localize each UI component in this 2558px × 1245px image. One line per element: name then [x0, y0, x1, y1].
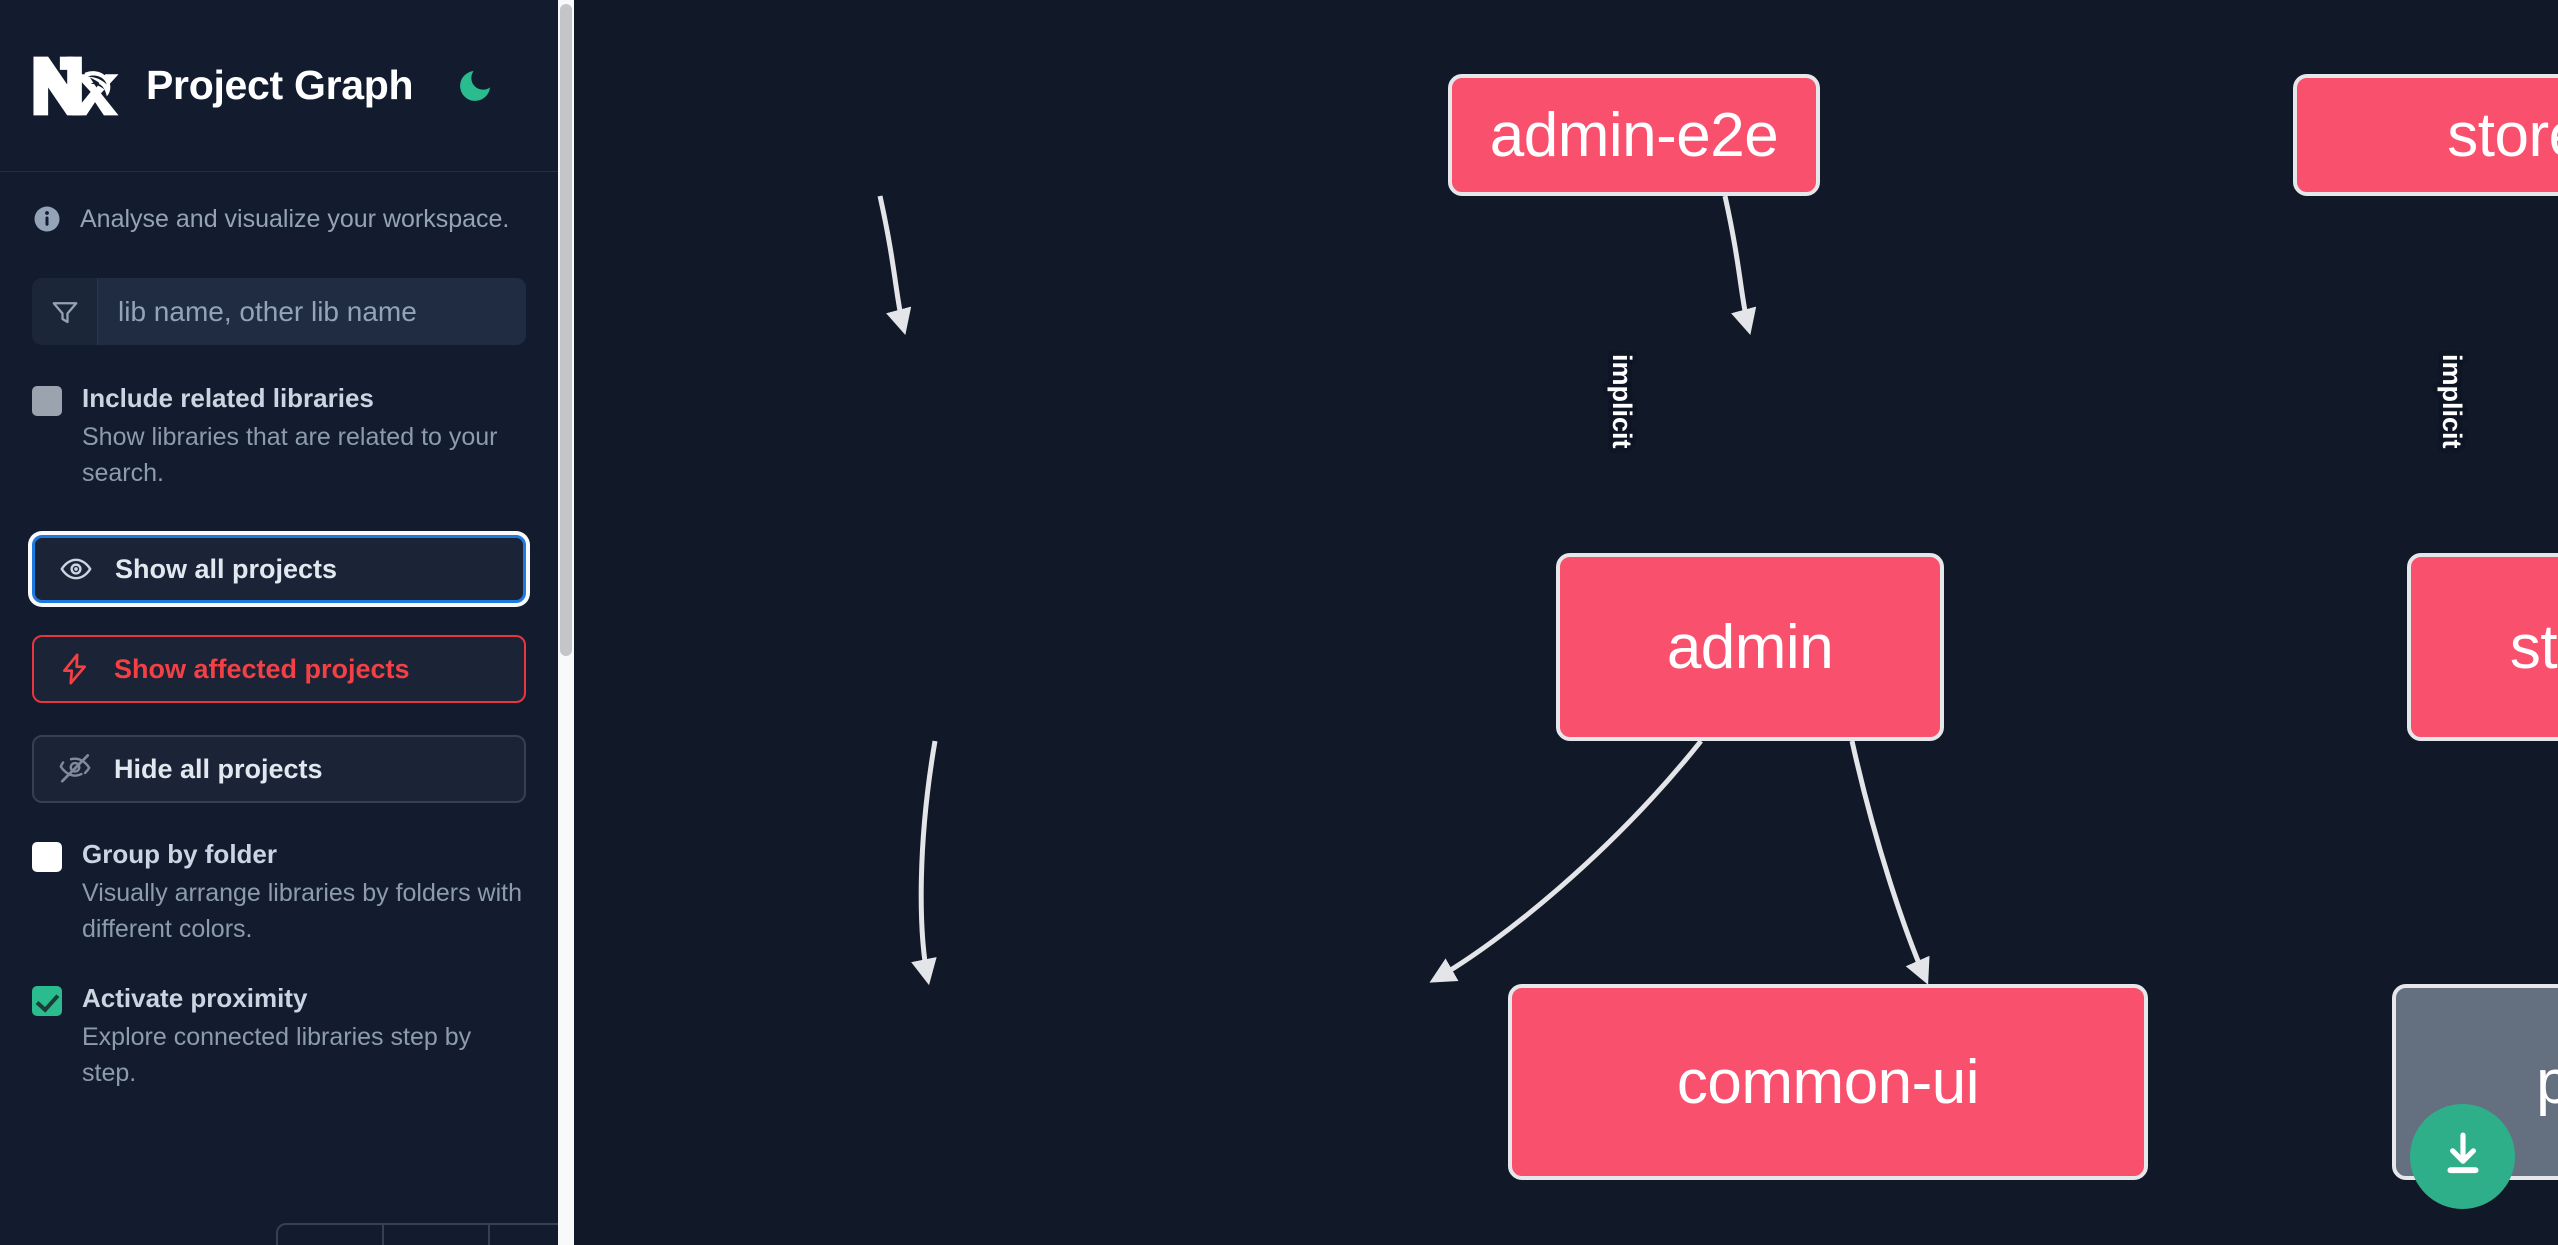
workspace-info: Analyse and visualize your workspace. [0, 172, 558, 234]
hide-all-projects-button[interactable]: Hide all projects [32, 735, 526, 804]
proximity-segmented-control[interactable] [276, 1223, 574, 1245]
edge-store-to-common-ui [1429, 739, 1703, 983]
activate-proximity-description: Explore connected libraries step by step… [82, 1023, 472, 1087]
download-button[interactable] [2410, 1104, 2515, 1209]
graph-edges [877, 195, 1930, 986]
graph-node-admin-e2e[interactable]: admin-e2e [1448, 74, 1820, 196]
eye-icon [59, 552, 93, 586]
segment-option-2[interactable] [384, 1225, 490, 1245]
checkbox-row-include-related-libraries[interactable]: Include related libraries Show libraries… [0, 381, 558, 491]
include-related-libraries-description: Show libraries that are related to your … [82, 423, 498, 487]
sidebar-scrollbar-thumb[interactable] [560, 4, 572, 656]
nx-logo-icon [32, 55, 120, 117]
graph-node-store[interactable]: store [2407, 553, 2558, 741]
activate-proximity-texts: Activate proximity Explore connected lib… [82, 981, 526, 1091]
moon-icon[interactable] [453, 64, 497, 108]
show-all-projects-label: Show all projects [115, 553, 338, 584]
include-related-libraries-checkbox[interactable] [32, 386, 62, 416]
include-related-libraries-texts: Include related libraries Show libraries… [82, 381, 526, 491]
edge-store-to-products [1849, 740, 1930, 985]
lightning-bolt-icon [58, 652, 92, 686]
graph-node-store-e2e[interactable]: store-e2e [2293, 74, 2558, 196]
show-all-projects-button[interactable]: Show all projects [32, 535, 526, 604]
edge-label-implicit-store: implicit [2437, 354, 2467, 449]
info-circle-icon [32, 204, 62, 234]
show-affected-projects-button[interactable]: Show affected projects [32, 635, 526, 704]
eye-off-icon [58, 752, 92, 786]
search-input[interactable] [98, 278, 526, 345]
checkbox-row-activate-proximity[interactable]: Activate proximity Explore connected lib… [0, 981, 558, 1091]
filter-bar [32, 278, 526, 345]
group-by-folder-checkbox[interactable] [32, 842, 62, 873]
sidebar-header: Project Graph [0, 0, 558, 172]
project-action-buttons: Show all projects Show affected projects [0, 535, 558, 804]
checkbox-row-group-by-folder[interactable]: Group by folder Visually arrange librari… [0, 837, 558, 947]
workspace-info-text: Analyse and visualize your workspace. [80, 204, 510, 233]
group-by-folder-description: Visually arrange libraries by folders wi… [82, 879, 523, 943]
group-by-folder-texts: Group by folder Visually arrange librari… [82, 837, 526, 947]
graph-canvas[interactable]: implicit implicit admin-e2e store-e2e ad… [574, 0, 2558, 1245]
edge-store-e2e-to-store [1722, 195, 1757, 336]
funnel-icon [32, 278, 98, 345]
segment-option-1[interactable] [278, 1225, 384, 1245]
activate-proximity-label: Activate proximity [82, 983, 308, 1014]
download-icon [2436, 1127, 2490, 1186]
page-title: Project Graph [146, 62, 414, 108]
graph-node-admin[interactable]: admin [1556, 553, 1944, 741]
include-related-libraries-label: Include related libraries [82, 383, 374, 413]
edge-admin-to-common-ui [911, 740, 938, 986]
edge-label-implicit-admin: implicit [1607, 354, 1637, 449]
hide-all-projects-label: Hide all projects [114, 753, 323, 784]
sidebar-content: Project Graph Analyse and visualize yo [0, 0, 574, 1245]
sidebar: Project Graph Analyse and visualize yo [0, 0, 574, 1245]
show-affected-projects-label: Show affected projects [114, 653, 410, 684]
activate-proximity-checkbox[interactable] [32, 986, 62, 1017]
graph-node-common-ui[interactable]: common-ui [1508, 984, 2148, 1180]
group-by-folder-label: Group by folder [82, 839, 277, 870]
edge-admin-e2e-to-admin [877, 195, 912, 336]
